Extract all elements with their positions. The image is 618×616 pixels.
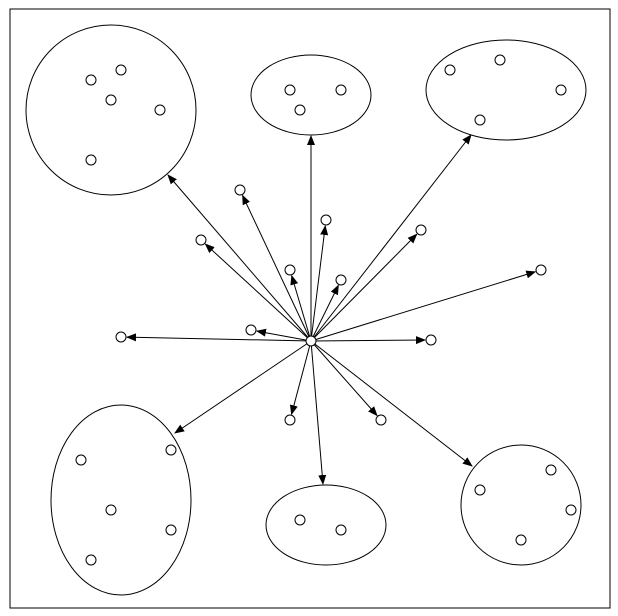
nodes [75,54,577,566]
node-11 [284,414,296,426]
node-1 [234,184,246,196]
cluster-top-left-member-node [85,74,97,86]
cluster-top-middle [250,54,372,136]
node-6 [335,274,347,286]
cluster-bottom-middle [265,484,387,566]
cluster-bottom-left-member-node [165,524,177,536]
edge-to-node-9 [255,328,312,342]
edge-to-node-10 [310,336,427,345]
cluster-top-middle-member-node [335,84,347,96]
cluster-bottom-right-member-node [565,504,577,516]
edge-to-cluster-bottom-right [310,340,473,467]
node-4 [320,214,332,226]
node-7 [535,264,547,276]
cluster-bottom-middle-member-node [335,524,347,536]
edge-to-node-12 [310,340,378,417]
cluster-top-left [25,24,197,196]
edge-to-node-5 [310,233,418,342]
node-9 [245,324,257,336]
node-3 [284,264,296,276]
cluster-bottom-right-member-node [474,484,486,496]
edge-to-node-1 [242,194,312,342]
edge-to-node-2 [204,243,312,342]
node-12 [375,414,387,426]
edge-to-node-11 [289,340,312,416]
hub-node [305,335,317,347]
cluster-bottom-left-member-node [85,554,97,566]
cluster-bottom-left [50,404,192,596]
cluster-bottom-left-member-node [105,504,117,516]
cluster-bottom-left-member-node [165,444,177,456]
cluster-top-left-member-node [154,104,166,116]
edge-to-node-4 [310,224,329,342]
cluster-top-right-member-node [494,54,506,66]
cluster-top-right-member-node [555,84,567,96]
edge-to-cluster-top-right [310,134,472,342]
cluster-bottom-left-member-node [75,454,87,466]
edge-to-node-6 [310,284,339,342]
edge-to-node-8 [125,333,312,342]
cluster-top-middle-member-node [284,84,296,96]
node-8 [115,331,127,343]
cluster-top-right [425,39,587,141]
clusters [25,24,587,596]
cluster-top-left-member-node [105,94,117,106]
cluster-top-right-member-node [474,114,486,126]
edge-to-cluster-bottom-middle [310,340,327,485]
edge-to-cluster-bottom-left [174,340,312,434]
cluster-top-right-member-node [444,64,456,76]
cluster-top-left-member-node [115,64,127,76]
frame-border [9,8,611,609]
cluster-bottom-right-member-node [515,534,527,546]
edges [125,134,537,485]
node-10 [425,334,437,346]
edge-to-node-7 [310,270,537,342]
edge-to-node-3 [290,274,312,342]
cluster-bottom-middle-member-node [294,514,306,526]
cluster-bottom-right-member-node [545,464,557,476]
edge-to-cluster-top-left [167,174,312,342]
cluster-top-left-member-node [85,154,97,166]
node-2 [195,234,207,246]
node-5 [415,224,427,236]
cluster-top-middle-member-node [294,104,306,116]
cluster-bottom-right [460,444,582,566]
